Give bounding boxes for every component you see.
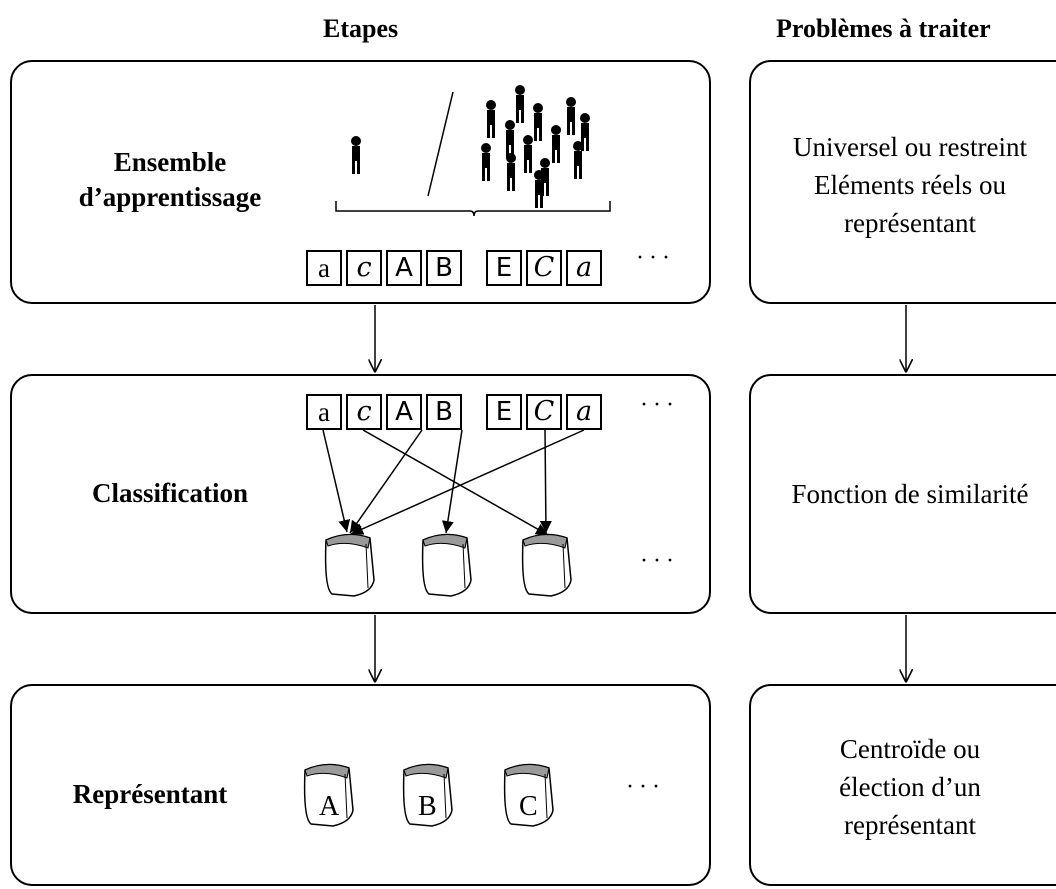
problem-text-line: Centroïde ou (839, 734, 981, 764)
problems-column-title: Problèmes à traiter (776, 14, 991, 43)
steps-column-title: Etapes (323, 14, 399, 43)
sample-char: C (526, 250, 562, 286)
problem-text-line: Universel ou restreint (793, 132, 1027, 162)
sample-char: A (386, 250, 422, 286)
step-label-representative: Représentant (72, 779, 228, 809)
step-label-line: Ensemble (113, 147, 227, 177)
ellipsis: ··· (640, 392, 679, 418)
problem-text-set-scope: Universel ou restreint Eléments réels ou… (760, 128, 1056, 242)
ellipsis: ··· (636, 245, 675, 271)
sample-char: a (306, 394, 342, 430)
problem-text-line: représentant (844, 208, 976, 238)
step-label-line: d’apprentissage (78, 182, 262, 212)
sample-char: A (386, 394, 422, 430)
sample-char: c (346, 394, 382, 430)
problem-text-representative-choice: Centroïde ou élection d’un représentant (760, 730, 1056, 844)
sample-char: a (566, 250, 602, 286)
step-box-representative (10, 684, 711, 886)
sample-char: B (426, 250, 462, 286)
problem-text-line: représentant (844, 810, 976, 840)
problem-box-representative-choice (749, 684, 1056, 886)
person-icon (351, 136, 361, 174)
cluster-label: C (519, 791, 538, 822)
separator-slash (427, 91, 454, 197)
sample-char: B (426, 394, 462, 430)
bin-icon (324, 533, 375, 597)
step-label-training-set: Ensemble d’apprentissage (55, 145, 285, 215)
ellipsis: ··· (640, 548, 679, 574)
cluster-label: A (319, 791, 340, 822)
problem-box-set-scope (749, 60, 1056, 304)
problem-text-line: élection d’un (839, 772, 981, 802)
problem-text-line: Eléments réels ou (814, 170, 1006, 200)
step-label-classification: Classification (91, 478, 248, 508)
sample-char: E (486, 250, 522, 286)
ellipsis: ··· (626, 774, 665, 800)
sample-char: a (566, 394, 602, 430)
bin-icon (521, 533, 572, 597)
problem-text-similarity: Fonction de similarité (791, 479, 1029, 509)
sample-char: a (306, 250, 342, 286)
classification-arrows (322, 429, 585, 536)
grouping-brace (335, 201, 611, 217)
sample-char: c (346, 250, 382, 286)
bin-icon (421, 533, 472, 597)
problem-box-similarity (749, 374, 1056, 614)
cluster-label: B (418, 791, 437, 822)
sample-char: C (526, 394, 562, 430)
crowd-icon (481, 85, 590, 208)
sample-char: E (486, 394, 522, 430)
